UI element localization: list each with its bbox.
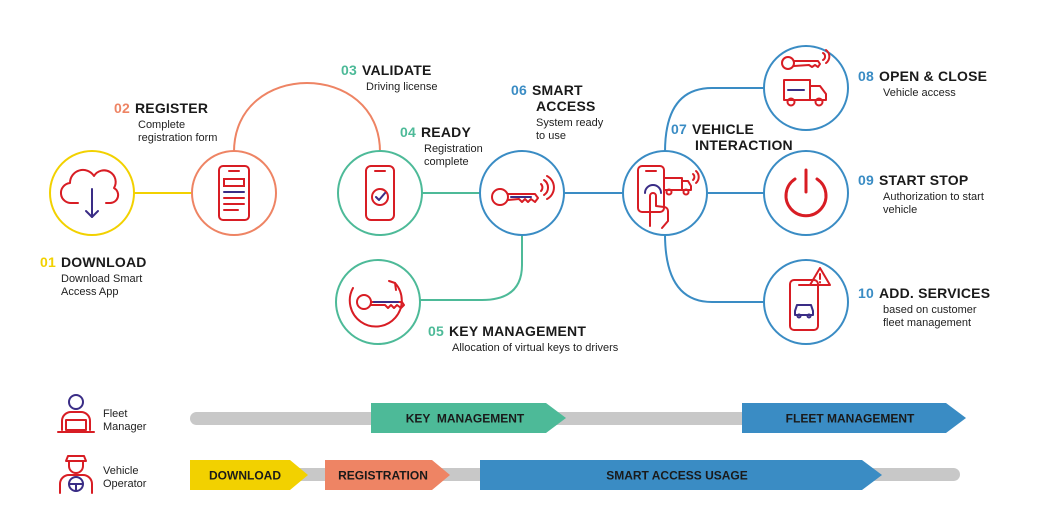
step-06-number: 06 xyxy=(511,82,527,98)
step-10-desc-line-2: fleet management xyxy=(883,316,972,329)
step-08-title: OPEN & CLOSE xyxy=(878,68,988,84)
connectors xyxy=(134,82,765,303)
registration-form-phone-icon xyxy=(218,165,250,221)
step-03-title: VALIDATE xyxy=(361,62,432,78)
step-04-desc-line-1: Registration xyxy=(424,143,483,156)
step-01-title: DOWNLOAD xyxy=(60,254,147,270)
fleet-manager-label-line-1: Fleet xyxy=(103,408,128,420)
step-09-title: START STOP xyxy=(878,172,969,188)
step-06-title-line-1: SMART xyxy=(531,82,583,98)
step-09-number: 09 xyxy=(858,172,874,188)
step-01-number: 01 xyxy=(40,254,56,270)
step-10-circle xyxy=(763,259,849,345)
step-02-desc-line-2: registration form xyxy=(138,131,218,144)
key-truck-icon xyxy=(781,49,831,107)
step-10-desc-line-1: based on customer xyxy=(883,304,977,317)
step-05-desc-line-1: Allocation of virtual keys to drivers xyxy=(452,342,619,355)
bar-smart-access-usage-label: SMART ACCESS USAGE xyxy=(606,469,748,483)
step-10-title: ADD. SERVICES xyxy=(878,285,991,301)
bar-key-management-label: KEY MANAGEMENT xyxy=(406,412,525,426)
fleet-manager-label-line-2: Manager xyxy=(103,421,147,433)
step-04-desc-line-2: complete xyxy=(424,155,469,168)
bar-download xyxy=(190,460,308,490)
step-08-desc-line-1: Vehicle access xyxy=(883,87,956,100)
connector-02-validate xyxy=(233,82,381,153)
bar-registration xyxy=(325,460,450,490)
step-06-desc-line-1: System ready xyxy=(536,117,604,130)
fleet-manager-icon xyxy=(57,394,95,433)
key-management-icon xyxy=(348,280,405,328)
vehicle-operator-label-line-1: Vehicle xyxy=(103,465,139,477)
step-05-title: KEY MANAGEMENT xyxy=(448,323,587,339)
fleet-manager-label: Fleet Manager xyxy=(103,408,146,434)
step-07-number: 07 xyxy=(671,121,687,137)
step-02-desc-line-1: Complete xyxy=(138,119,186,132)
step-06-desc-line-2: to use xyxy=(536,129,566,142)
step-01-desc-line-1: Download Smart xyxy=(61,273,143,286)
step-09-desc-line-1: Authorization to start xyxy=(883,191,984,204)
step-07-title-line-2: INTERACTION xyxy=(695,137,793,154)
phone-car-warning-icon xyxy=(789,267,831,331)
power-icon xyxy=(784,168,828,218)
step-03-desc-line-1: Driving license xyxy=(366,81,438,94)
vehicle-operator-label: Vehicle Operator xyxy=(103,465,146,491)
step-02-number: 02 xyxy=(114,100,130,116)
bar-smart-access-usage xyxy=(480,460,882,490)
step-04-title: READY xyxy=(420,124,471,140)
bar-download-label: DOWNLOAD xyxy=(209,469,281,483)
cloud-download-icon xyxy=(60,168,120,218)
bar-registration-label: REGISTRATION xyxy=(338,469,428,483)
phone-check-icon xyxy=(365,165,395,221)
step-05-number: 05 xyxy=(428,323,444,339)
bar-fleet-management xyxy=(742,403,966,433)
step-10-number: 10 xyxy=(858,285,874,301)
step-09-desc-line-2: vehicle xyxy=(883,203,918,216)
phone-touch-truck-icon xyxy=(637,165,700,229)
step-02-title: REGISTER xyxy=(134,100,209,116)
step-06-title-line-2: ACCESS xyxy=(536,98,596,115)
step-08-circle xyxy=(763,45,849,131)
step-04-circle xyxy=(337,150,423,236)
step-03-number: 03 xyxy=(341,62,357,78)
vehicle-operator-icon xyxy=(59,455,93,494)
vehicle-operator-label-line-2: Operator xyxy=(103,478,147,490)
bar-fleet-management-label: FLEET MANAGEMENT xyxy=(786,412,915,426)
step-08-number: 08 xyxy=(858,68,874,84)
step-07-title-line-1: VEHICLE xyxy=(691,121,755,137)
connector-07-10 xyxy=(664,233,765,303)
smart-key-icon xyxy=(491,175,555,206)
connector-06-05 xyxy=(420,234,523,301)
step-04-number: 04 xyxy=(400,124,416,140)
bar-key-management xyxy=(371,403,566,433)
connector-07-08 xyxy=(664,87,765,153)
step-01-desc-line-2: Access App xyxy=(61,285,119,298)
